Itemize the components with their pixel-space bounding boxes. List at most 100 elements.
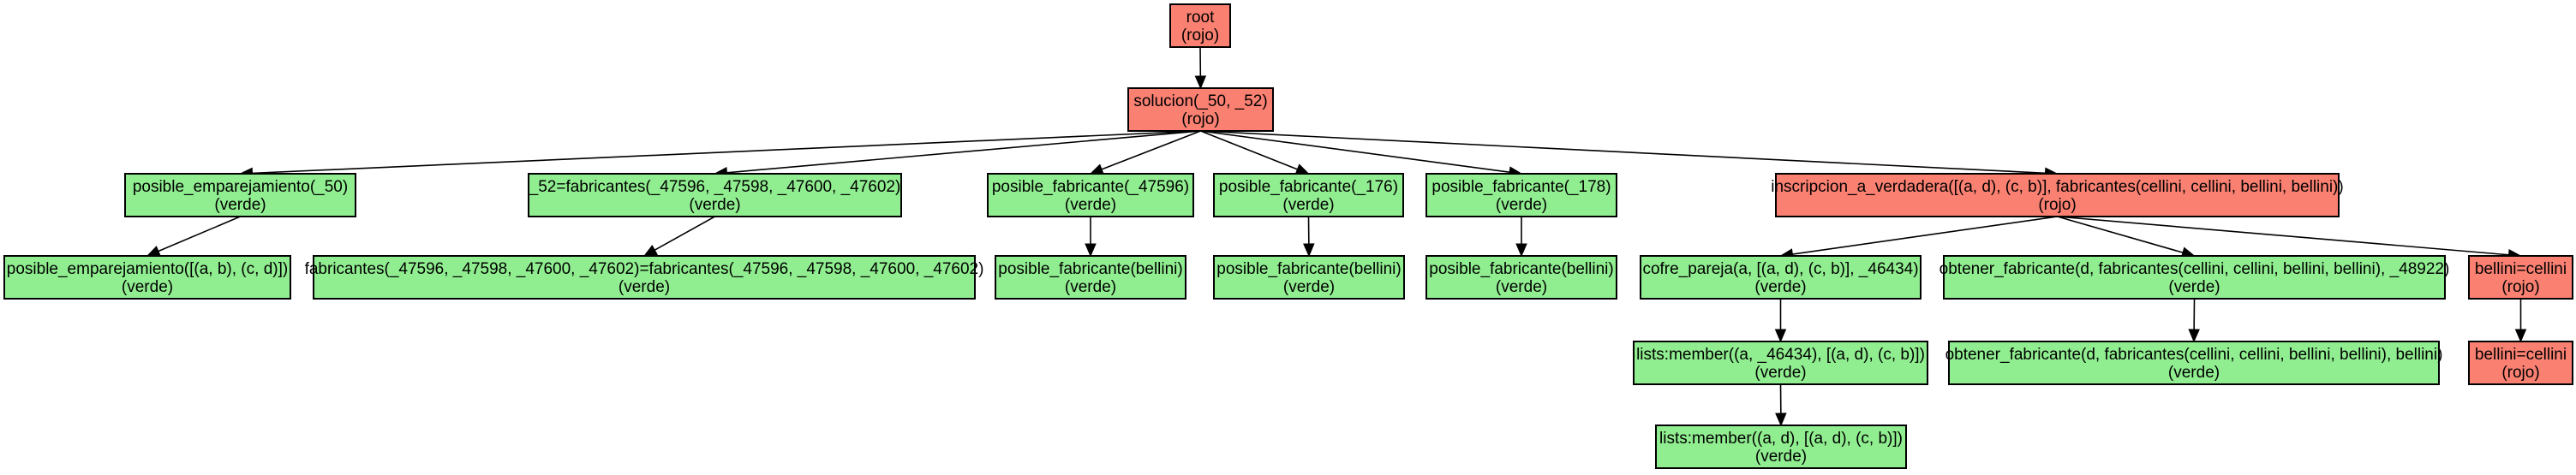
node-label: bellini=cellini: [2475, 260, 2567, 278]
node-box: [1425, 173, 1617, 217]
arrowhead-icon: [1085, 243, 1097, 258]
node-box: [987, 173, 1194, 217]
node-label: lists:member((a, d), [(a, d), (c, b)]): [1659, 430, 1903, 448]
node-status-label: (verde): [1754, 278, 1806, 296]
node-box: [1775, 173, 2340, 217]
edge-line: [654, 216, 715, 251]
node-status-label: (verde): [1283, 278, 1335, 296]
node-label: lists:member((a, _46434), [(a, d), (c, b…: [1636, 346, 1925, 364]
node-status-label: (rojo): [2501, 364, 2539, 382]
edge-line: [2057, 216, 2184, 253]
node-label: inscripcion_a_verdadera([(a, d), (c, b)]…: [1771, 178, 2343, 196]
edge-line: [1101, 130, 1201, 170]
node-label: posible_fabricante(bellini): [1429, 260, 1613, 278]
node-fab-eq-full: fabricantes(_47596, _47598, _47600, _476…: [305, 255, 984, 300]
node-label: posible_fabricante(_178): [1431, 178, 1611, 196]
node-solucion: solucion(_50, _52)(rojo): [1127, 87, 1274, 132]
node-box: [1948, 341, 2440, 385]
node-pf-176: posible_fabricante(_176)(verde): [1213, 173, 1404, 217]
node-status-label: (verde): [1496, 196, 1547, 214]
node-status-label: (verde): [122, 278, 173, 296]
node-status-label: (verde): [2168, 278, 2220, 296]
node-label: fabricantes(_47596, _47598, _47600, _476…: [305, 260, 984, 278]
node-pos-emp-list: posible_emparejamiento([(a, b), (c, d)])…: [3, 255, 291, 300]
node-pf-178: posible_fabricante(_178)(verde): [1425, 173, 1617, 217]
arrowhead-icon: [1775, 413, 1787, 427]
node-root: root(rojo): [1169, 3, 1231, 48]
node-member2: lists:member((a, d), [(a, d), (c, b)])(v…: [1655, 425, 1907, 469]
node-box: [3, 255, 291, 300]
node-label: obtener_fabricante(d, fabricantes(cellin…: [1939, 260, 2450, 278]
node-status-label: (verde): [1282, 196, 1334, 214]
node-box: [1640, 255, 1922, 300]
edge-line: [1200, 130, 1510, 173]
node-status-label: (verde): [1496, 278, 1547, 296]
node-bc2: bellini=cellini(rojo): [2468, 341, 2573, 385]
arrowhead-icon: [1515, 243, 1527, 258]
node-label: bellini=cellini: [2475, 346, 2567, 364]
node-label: cofre_pareja(a, [(a, d), (c, b)], _46434…: [1642, 260, 1918, 278]
node-cofre: cofre_pareja(a, [(a, d), (c, b)], _46434…: [1640, 255, 1922, 300]
node-status-label: (verde): [1065, 196, 1116, 214]
node-status-label: (verde): [1754, 364, 1806, 382]
node-obtener2: obtener_fabricante(d, fabricantes(cellin…: [1945, 341, 2442, 385]
edge-pf-178-to-pf-bellini-3: [1515, 217, 1527, 258]
node-box: [1213, 173, 1404, 217]
node-status-label: (verde): [689, 196, 740, 214]
node-inscripcion: inscripcion_a_verdadera([(a, d), (c, b)]…: [1771, 173, 2344, 217]
node-box: [1633, 341, 1928, 385]
edge-pf-176-to-pf-bellini-2: [1303, 216, 1315, 258]
node-box: [1655, 425, 1907, 469]
node-status-label: (verde): [1065, 278, 1116, 296]
node-pos-emp: posible_emparejamiento(_50)(verde): [124, 173, 356, 217]
node-member1: lists:member((a, _46434), [(a, d), (c, b…: [1633, 341, 1928, 385]
node-status-label: (verde): [619, 278, 670, 296]
node-status-label: (rojo): [1181, 110, 1219, 128]
edge-pf-47596-to-pf-bellini-1: [1085, 217, 1097, 258]
node-label: posible_fabricante(_47596): [992, 178, 1189, 196]
arrowhead-icon: [1774, 329, 1787, 343]
edge-line: [1200, 130, 1298, 170]
edge-line: [1200, 130, 2046, 175]
edge-obtener1-to-obtener2: [2188, 298, 2200, 343]
node-box: [124, 173, 356, 217]
node-bc1: bellini=cellini(rojo): [2468, 255, 2573, 300]
edge-line: [252, 130, 1201, 175]
node-status-label: (rojo): [2038, 196, 2076, 214]
node-status-label: (rojo): [1181, 27, 1219, 45]
node-box: [1943, 255, 2446, 300]
node-label: _52=fabricantes(_47596, _47598, _47600, …: [529, 178, 901, 196]
node-label: solucion(_50, _52): [1133, 92, 1267, 110]
node-fab-eq: _52=fabricantes(_47596, _47598, _47600, …: [528, 173, 902, 217]
node-box: [1213, 255, 1405, 300]
node-status-label: (rojo): [2501, 278, 2539, 296]
edge-bc1-to-bc2: [2514, 299, 2527, 343]
edge-line: [726, 130, 1201, 174]
node-box: [1169, 3, 1231, 48]
node-pf-bellini-3: posible_fabricante(bellini)(verde): [1425, 255, 1617, 300]
arrowhead-icon: [2188, 329, 2200, 343]
node-pf-bellini-2: posible_fabricante(bellini)(verde): [1213, 255, 1405, 300]
edge-member1-to-member2: [1775, 383, 1787, 427]
arrowhead-icon: [2514, 329, 2527, 343]
nodes-layer: root(rojo)solucion(_50, _52)(rojo)posibl…: [3, 3, 2573, 469]
node-label: posible_fabricante(bellini): [998, 260, 1182, 278]
arrowhead-icon: [1303, 243, 1315, 258]
node-box: [2468, 341, 2573, 385]
node-label: posible_fabricante(bellini): [1216, 260, 1401, 278]
edge-cofre-to-member1: [1774, 299, 1787, 343]
node-status-label: (verde): [2168, 364, 2220, 382]
node-pf-bellini-1: posible_fabricante(bellini)(verde): [995, 255, 1186, 300]
node-pf-47596: posible_fabricante(_47596)(verde): [987, 173, 1194, 217]
node-box: [313, 255, 976, 300]
node-box: [1425, 255, 1617, 300]
node-status-label: (verde): [214, 196, 266, 214]
node-box: [995, 255, 1186, 300]
edge-line: [1792, 216, 2058, 255]
node-status-label: (verde): [1755, 448, 1807, 466]
node-label: posible_fabricante(_176): [1219, 178, 1398, 196]
node-label: posible_emparejamiento([(a, b), (c, d)]): [7, 260, 288, 278]
arrowhead-icon: [1194, 75, 1207, 90]
